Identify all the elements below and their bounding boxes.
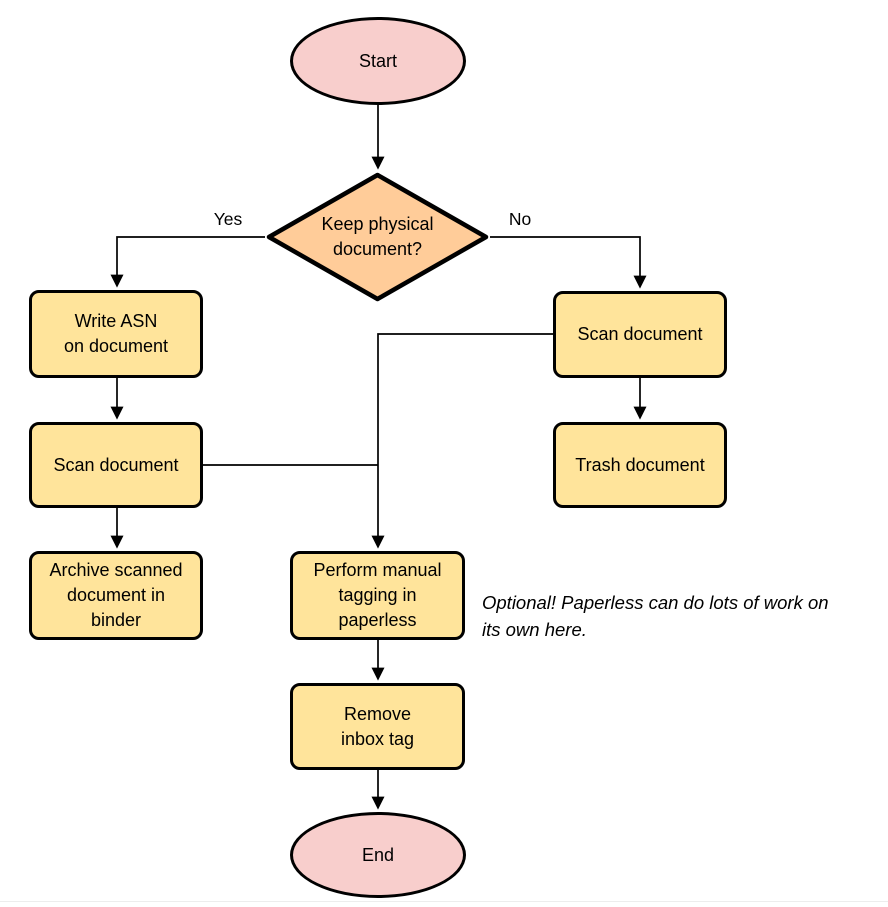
node-tagging-label: Perform manual tagging in paperless <box>313 560 442 630</box>
connector-scan-right-to-tagging <box>371 333 553 549</box>
node-end: End <box>290 812 466 898</box>
edge-label-no: No <box>508 209 532 229</box>
node-trash-label: Trash document <box>575 454 705 475</box>
node-remove-inbox-label: Remove inbox tag <box>340 703 415 749</box>
node-perform-manual-tagging: Perform manual tagging in paperless <box>290 551 465 640</box>
node-scan-right-label: Scan document <box>577 324 703 344</box>
page-bottom-divider <box>0 901 888 902</box>
edge-label-yes: Yes <box>213 209 243 229</box>
node-start: Start <box>290 17 466 105</box>
node-write-asn-label: Write ASN on document <box>63 311 169 356</box>
connector-decision-no-to-scan-right <box>490 236 647 289</box>
node-archive-scanned-document: Archive scanned document in binder <box>29 551 203 640</box>
connector-decision-yes-to-write-asn <box>110 236 265 288</box>
node-scan-document-left: Scan document <box>29 422 203 508</box>
node-end-label: End <box>361 844 395 865</box>
node-scan-document-right: Scan document <box>553 291 727 378</box>
node-start-label: Start <box>358 50 397 71</box>
diamond-shape <box>266 172 489 302</box>
node-scan-left-label: Scan document <box>53 454 179 475</box>
node-decision-keep-physical-document: Keep physical document? <box>265 172 490 302</box>
node-remove-inbox-tag: Remove inbox tag <box>290 683 465 770</box>
node-trash-document: Trash document <box>553 422 727 508</box>
node-write-asn-on-document: Write ASN on document <box>29 290 203 378</box>
node-archive-label: Archive scanned document in binder <box>49 560 183 630</box>
optional-note: Optional! Paperless can do lots of work … <box>482 592 829 640</box>
node-decision-label: Keep physical document? <box>321 214 434 259</box>
